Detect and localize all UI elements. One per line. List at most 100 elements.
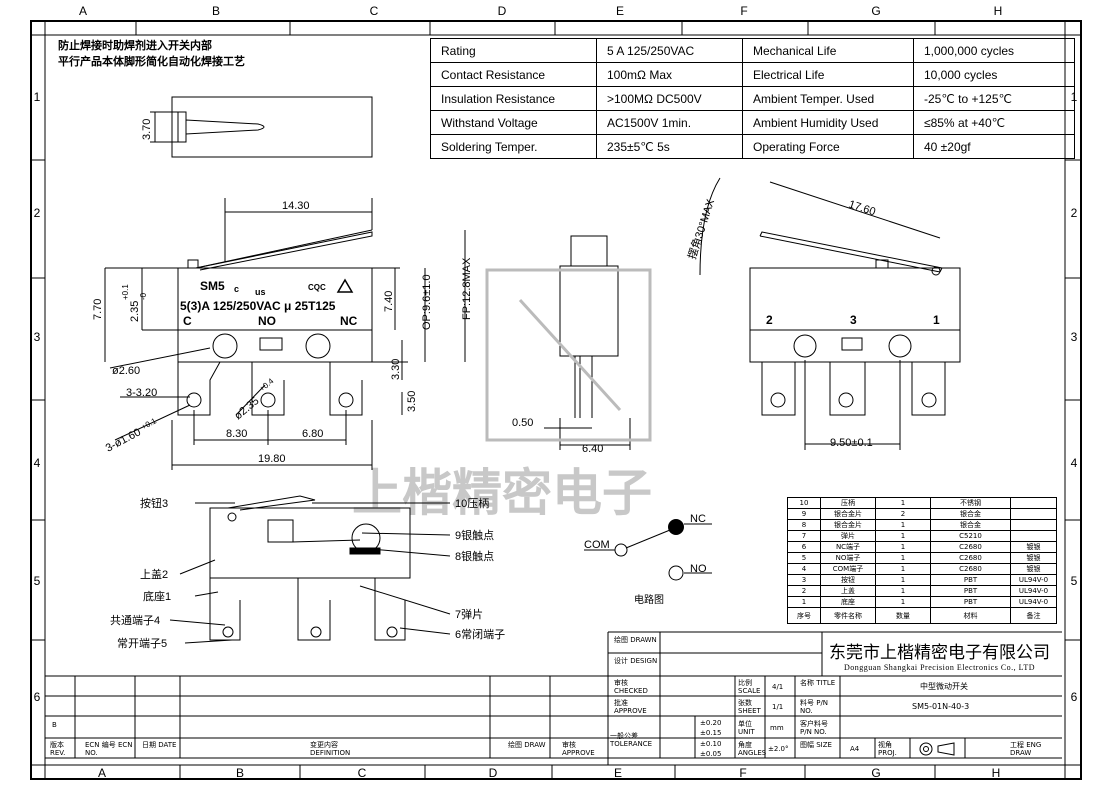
us-mark: us: [255, 287, 266, 297]
tb-angles-label: 角度 ANGLES: [738, 741, 767, 757]
bom-cell: 按钮: [820, 574, 876, 586]
terminal-3-label: 3: [850, 313, 857, 327]
bom-cell: NC端子: [820, 541, 876, 553]
dim-3-320: 3-3.20: [126, 387, 157, 399]
tb-rev: 版本 REV.: [50, 741, 66, 757]
tb-draw: 绘图 DRAW: [508, 741, 546, 749]
callout-no-terminal-5: 常开端子5: [117, 637, 167, 650]
dim-d235: ø2.35: [232, 395, 261, 422]
col-a-top: A: [78, 4, 87, 18]
circuit-no: NO: [690, 563, 707, 575]
circuit-diagram: [584, 519, 712, 581]
callout-contact-9: 9银触点: [455, 528, 494, 542]
spec-row: Rating 5 A 125/250VAC Mechanical Life 1,…: [430, 38, 1075, 63]
col-a-bottom: A: [97, 766, 106, 780]
terminal-nc-label: NC: [340, 314, 358, 328]
bom-cell: 上盖: [820, 585, 876, 597]
bom-cell: 材料: [930, 607, 1011, 624]
tb-drawn: 绘图 DRAWN: [614, 636, 657, 644]
callout-presser-10: 10压柄: [455, 497, 489, 510]
dim-fp: FP:12.8MAX: [461, 257, 473, 320]
spec-value: 235±5℃ 5s: [596, 134, 743, 159]
dim-top-height: 3.70: [141, 119, 153, 140]
bom-cell: 1: [787, 596, 821, 608]
circuit-label: 电路图: [634, 593, 664, 606]
callout-base-1: 底座1: [143, 589, 171, 603]
bom-cell: COM端子: [820, 563, 876, 575]
bom-row: 序号零件名称数量材料备注: [787, 607, 1057, 624]
bom-cell: [1010, 530, 1057, 542]
bom-cell: 压柄: [820, 497, 876, 509]
circuit-com: COM: [584, 539, 610, 551]
top-view: [150, 96, 373, 158]
bom-cell: 序号: [787, 607, 821, 624]
title-block-grid: [45, 631, 1062, 765]
tb-size-value: A4: [850, 745, 860, 753]
section-view: [169, 495, 451, 644]
tol-plus-01-b: +0.1: [140, 416, 159, 432]
warning-triangle-icon: [336, 278, 354, 293]
col-e-top: E: [615, 4, 624, 18]
bom-cell: 1: [875, 541, 931, 553]
bom-cell: C2680: [930, 563, 1011, 575]
body-model: SM5: [200, 279, 225, 293]
bom-cell: 7: [787, 530, 821, 542]
bom-cell: 1: [875, 574, 931, 586]
body-rating: 5(3)A 125/250VAC μ 25T125: [180, 299, 336, 313]
dim-7-40: 7.40: [383, 291, 395, 312]
bom-cell: PBT: [930, 574, 1011, 586]
spec-label: Soldering Temper.: [430, 134, 597, 159]
bom-cell: UL94V-0: [1010, 596, 1057, 608]
tb-pn-value: SM5-01N-40-3: [912, 702, 970, 711]
bom-cell: C2680: [930, 541, 1011, 553]
spec-value: 5 A 125/250VAC: [596, 38, 743, 63]
tb-pn-label: 料号 P/N NO.: [800, 699, 829, 715]
bom-cell: 底座: [820, 596, 876, 608]
col-h-top: H: [993, 4, 1003, 18]
cul-mark: c: [234, 284, 239, 294]
spec-label: Mechanical Life: [742, 38, 914, 63]
terminal-1-label: 1: [933, 313, 940, 327]
tb-scale-label: 比例 SCALE: [738, 679, 761, 695]
tb-title-value: 中型微动开关: [920, 682, 968, 691]
bom-cell: 弹片: [820, 530, 876, 542]
row-5-right: 5: [1070, 574, 1078, 588]
callout-spring-7: 7弹片: [455, 607, 483, 621]
note-line-1: 防止焊接时助焊剂进入开关内部: [58, 39, 212, 52]
tb-angles-value: ±2.0°: [768, 745, 789, 753]
bom-cell: 银合金片: [820, 519, 876, 531]
bom-cell: 4: [787, 563, 821, 575]
row-2-left: 2: [33, 206, 41, 220]
spec-row: Soldering Temper. 235±5℃ 5s Operating Fo…: [430, 134, 1075, 159]
bom-cell: 1: [875, 563, 931, 575]
bom-cell: 2: [875, 508, 931, 520]
design-note: 防止焊接时助焊剂进入开关内部 平行产品本体脚形简化自动化焊接工艺: [58, 38, 245, 70]
bom-cell: 不锈钢: [930, 497, 1011, 509]
dim-d260: ø2.60: [112, 365, 140, 377]
col-d-top: D: [497, 4, 507, 18]
bom-cell: 镀银: [1010, 541, 1057, 553]
tb-sheet-label: 张数 SHEET: [738, 699, 761, 715]
spec-value: 10,000 cycles: [913, 62, 1075, 87]
bom-cell: 3: [787, 574, 821, 586]
callout-com-terminal-4: 共通端子4: [110, 614, 160, 627]
dim-lever-length: 14.30: [282, 200, 310, 212]
watermark-logo: [485, 268, 652, 442]
bom-cell: 备注: [1010, 607, 1057, 624]
bom-cell: 1: [875, 530, 931, 542]
col-c-bottom: C: [357, 766, 367, 780]
col-e-bottom: E: [613, 766, 622, 780]
callout-contact-8: 8银触点: [455, 549, 494, 563]
bom-cell: UL94V-0: [1010, 585, 1057, 597]
tb-approve-2: 审核 APPROVE: [562, 741, 595, 757]
tb-title-label: 名称 TITLE: [800, 679, 836, 687]
spec-value: 40 ±20gf: [913, 134, 1075, 159]
bom-cell: [1010, 497, 1057, 509]
